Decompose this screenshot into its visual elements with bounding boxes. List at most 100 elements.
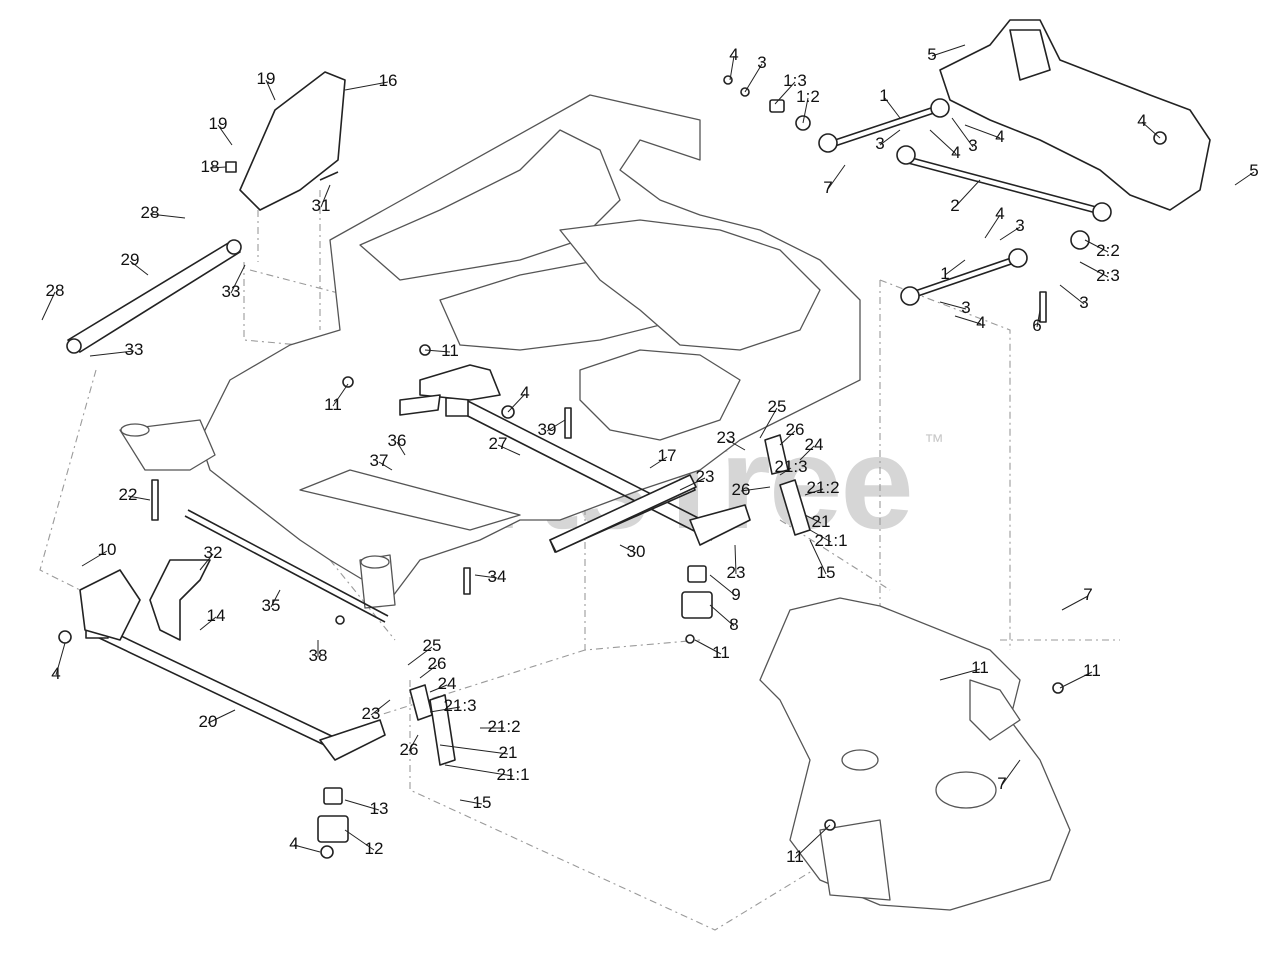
callout-label: 21:3 xyxy=(774,457,807,476)
callout-label: 7 xyxy=(823,178,832,197)
callout-label: 37 xyxy=(370,451,389,470)
callout-leader xyxy=(802,97,809,124)
callout-leader xyxy=(931,44,966,57)
callout-label: 23 xyxy=(362,704,381,723)
callout-leader xyxy=(332,383,349,407)
callout-label: 3 xyxy=(757,53,766,72)
callout-leader xyxy=(779,430,796,446)
callout-label: 22 xyxy=(119,485,138,504)
callout-label: 15 xyxy=(473,793,492,812)
callout-label: 4 xyxy=(995,204,1004,223)
callout-label: 2 xyxy=(950,196,959,215)
callout-label: 6 xyxy=(1032,316,1041,335)
callout-label: 19 xyxy=(257,69,276,88)
callout-leader xyxy=(774,81,796,105)
callout-leader xyxy=(209,166,227,169)
callout-leader xyxy=(964,124,1001,139)
callout-label: 21:1 xyxy=(814,531,847,550)
callout-label: 3 xyxy=(968,136,977,155)
callout-label: 28 xyxy=(46,281,65,300)
callout-label: 11 xyxy=(324,395,342,414)
linkage-arms xyxy=(723,75,1112,306)
callout-leader xyxy=(149,213,186,219)
callout-label: 34 xyxy=(488,567,507,586)
callout-label: 4 xyxy=(995,127,1004,146)
threaded-rod xyxy=(549,474,697,553)
callout-label: 24 xyxy=(805,435,824,454)
callout-label: 26 xyxy=(786,420,805,439)
callout-leader xyxy=(429,706,461,713)
callout-label: 32 xyxy=(204,543,223,562)
callout-label: 21 xyxy=(499,743,518,762)
callout-label: 24 xyxy=(438,674,457,693)
mower-deck xyxy=(759,597,1071,911)
callout-label: 29 xyxy=(121,250,140,269)
callout-leader xyxy=(744,63,763,93)
callout-leader xyxy=(408,734,419,752)
callout-leader xyxy=(407,646,433,666)
callout-label: 4 xyxy=(51,664,60,683)
callout-label: 25 xyxy=(423,636,442,655)
callout-leader xyxy=(939,301,967,310)
callout-label: 11 xyxy=(1083,661,1101,680)
callout-label: 23 xyxy=(727,563,746,582)
callout-label: 5 xyxy=(1249,161,1258,180)
lift-chain-assemblies xyxy=(409,434,811,766)
callout-leader xyxy=(230,264,246,294)
callout-leader xyxy=(439,744,509,755)
callout-leader xyxy=(1234,171,1255,186)
callout-leader xyxy=(474,574,498,579)
callout-label: 21:2 xyxy=(487,717,520,736)
callout-leader xyxy=(679,477,706,491)
callout-label: 14 xyxy=(207,606,226,625)
callout-label: 11 xyxy=(441,341,459,360)
callout-leader xyxy=(619,544,637,554)
callout-label: 26 xyxy=(732,480,751,499)
callout-leader xyxy=(370,699,391,716)
callout-label: 21 xyxy=(812,512,831,531)
callout-label: 4 xyxy=(951,143,960,162)
callout-label: 25 xyxy=(768,397,787,416)
callout-leader xyxy=(809,529,832,543)
callout-leader xyxy=(729,55,735,81)
callout-label: 38 xyxy=(309,646,328,665)
callout-label: 11 xyxy=(971,658,989,677)
callout-label: 1 xyxy=(940,264,949,283)
callout-leader xyxy=(734,544,737,575)
callout-leader xyxy=(1059,671,1093,689)
callout-label: 4 xyxy=(1137,111,1146,130)
callout-label: 5 xyxy=(927,45,936,64)
callout-label: 12 xyxy=(365,839,384,858)
callout-leader xyxy=(396,441,406,456)
callout-label: 30 xyxy=(627,542,646,561)
front-axle xyxy=(79,559,386,761)
callout-leader xyxy=(779,467,792,476)
callout-leader xyxy=(1061,595,1089,611)
callout-label: 7 xyxy=(997,774,1006,793)
callout-label: 33 xyxy=(222,282,241,301)
callout-leader xyxy=(320,184,331,208)
callout-label: 4 xyxy=(976,313,985,332)
callout-label: 2:3 xyxy=(1096,266,1120,285)
callout-label: 15 xyxy=(817,563,836,582)
callout-label: 39 xyxy=(538,420,557,439)
callout-label: 8 xyxy=(729,615,738,634)
callout-label: 11 xyxy=(712,643,730,662)
callout-leader xyxy=(344,799,380,811)
callout-leader xyxy=(804,514,822,524)
callout-leader xyxy=(827,164,846,190)
callout-label: 17 xyxy=(658,446,677,465)
callout-label: 23 xyxy=(717,428,736,447)
callout-leader xyxy=(1079,261,1109,278)
callout-label: 7 xyxy=(1083,585,1092,604)
front-link-and-plate xyxy=(66,71,346,354)
callout-leader xyxy=(951,117,974,148)
callout-leader xyxy=(459,799,483,805)
callout-label: 3 xyxy=(875,134,884,153)
callout-leader xyxy=(41,291,56,321)
callout-leader xyxy=(939,668,981,681)
callout-leader xyxy=(929,129,957,155)
callout-label: 36 xyxy=(388,431,407,450)
